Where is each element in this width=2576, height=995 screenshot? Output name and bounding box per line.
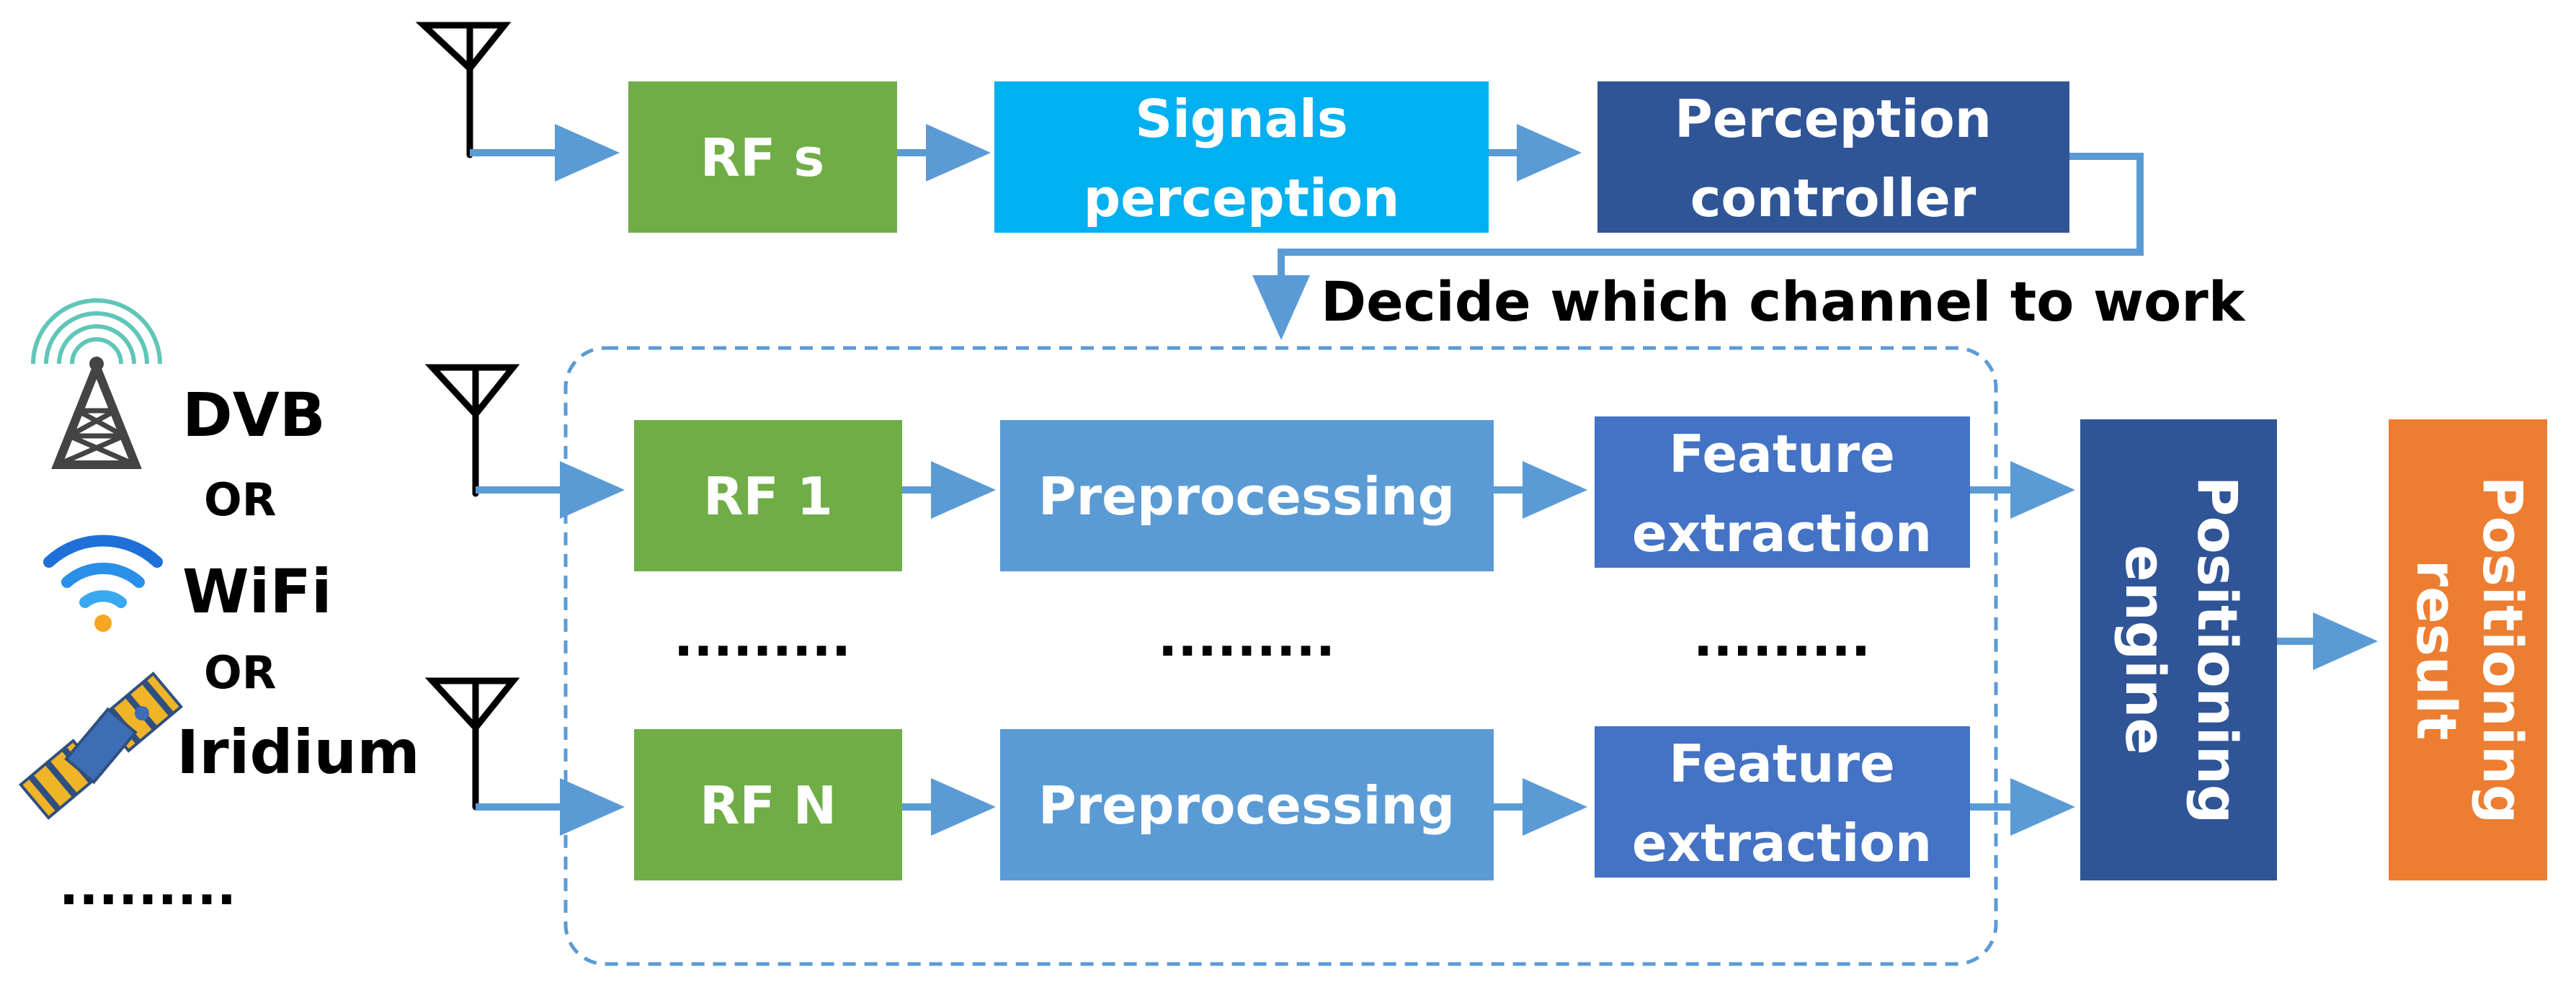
perception-controller-box: Perception controller [1597, 81, 2069, 233]
feature-extraction-n-box: Feature extraction [1595, 726, 1970, 878]
preprocessing1-box: Preprocessing [1000, 420, 1494, 571]
antenna-icon-channelN [424, 677, 520, 811]
rfs-label: RF s [700, 128, 825, 188]
wifi-icon [43, 535, 163, 632]
satellite-icon [18, 671, 184, 820]
feature-n-label-line1: Feature [1669, 733, 1895, 794]
antenna-icon-channel1 [424, 364, 520, 497]
channels-container [563, 346, 1998, 966]
preprocessing1-label: Preprocessing [1038, 466, 1455, 527]
result-label-line1: Positioning [2471, 476, 2535, 824]
rfs-box: RF s [628, 81, 897, 233]
antenna-icon-top [415, 22, 512, 159]
signals-perception-box: Signals perception [994, 81, 1489, 233]
engine-label-line1: Positioning [2185, 476, 2250, 824]
rfn-label: RF N [700, 775, 837, 836]
or-label-2: OR [204, 646, 276, 699]
preprocessing-n-box: Preprocessing [1000, 729, 1494, 880]
broadcast-tower-icon [31, 298, 162, 469]
or-label-1: OR [204, 473, 276, 526]
positioning-engine-box: Positioning engine [2080, 419, 2277, 880]
ellipsis-feature: ......... [1693, 607, 1871, 668]
signals-label-line1: Signals [1135, 89, 1347, 149]
result-label-line2: result [2405, 560, 2469, 741]
decide-channel-label: Decide which channel to work [1321, 269, 2246, 334]
wifi-label: WiFi [182, 556, 332, 627]
feature1-label-line2: extraction [1632, 503, 1932, 563]
preprocessing-n-label: Preprocessing [1038, 775, 1455, 836]
arrow-controller-to-channels [1252, 153, 2144, 340]
positioning-result-box: Positioning result [2389, 419, 2547, 880]
dvb-label: DVB [182, 380, 326, 450]
ellipsis-pre: ......... [1158, 607, 1335, 668]
rf1-box: RF 1 [634, 420, 902, 571]
signals-label-line2: perception [1084, 168, 1400, 228]
feature1-label-line1: Feature [1669, 424, 1895, 484]
feature-n-label-line2: extraction [1632, 813, 1932, 873]
controller-label-line1: Perception [1675, 89, 1992, 149]
rf1-label: RF 1 [703, 466, 833, 527]
feature-extraction1-box: Feature extraction [1595, 416, 1970, 568]
iridium-label: Iridium [177, 717, 420, 787]
controller-label-line2: controller [1690, 168, 1976, 228]
engine-label-line2: engine [2113, 545, 2178, 755]
arrows [470, 124, 2378, 836]
sources-ellipsis: ......... [59, 856, 236, 916]
rfn-box: RF N [634, 729, 902, 880]
ellipsis-rf: ......... [674, 607, 851, 668]
